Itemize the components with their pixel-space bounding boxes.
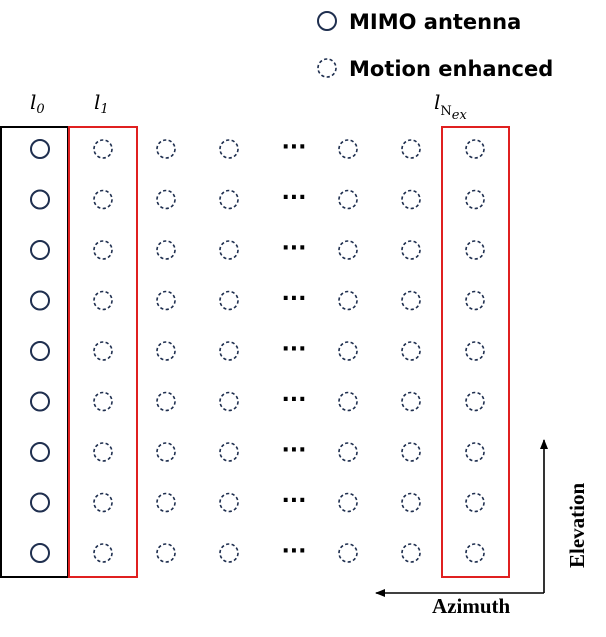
ellipsis-mark: ··· xyxy=(281,489,306,514)
motion-enhanced-element xyxy=(401,189,421,210)
motion-enhanced-element xyxy=(465,290,485,311)
motion-enhanced-element xyxy=(465,492,485,513)
azimuth-label: Azimuth xyxy=(432,594,510,618)
motion-enhanced-element xyxy=(465,240,485,260)
ellipsis-mark: ··· xyxy=(281,388,306,413)
motion-enhanced-element xyxy=(465,543,485,563)
motion-enhanced-element xyxy=(219,492,239,513)
label-l0: l0 xyxy=(30,90,45,117)
mimo-antenna-element xyxy=(30,139,50,159)
ellipsis-mark: ··· xyxy=(281,539,306,564)
motion-enhanced-element xyxy=(93,139,113,159)
motion-enhanced-element xyxy=(338,341,358,361)
legend-motion-symbol xyxy=(317,58,337,78)
motion-enhanced-element xyxy=(156,391,176,412)
motion-enhanced-element xyxy=(401,492,421,513)
motion-enhanced-element xyxy=(219,290,239,311)
motion-enhanced-element xyxy=(156,442,176,462)
motion-enhanced-element xyxy=(219,442,239,462)
mimo-antenna-element xyxy=(30,189,50,210)
motion-enhanced-element xyxy=(465,341,485,361)
motion-enhanced-element xyxy=(338,492,358,513)
motion-enhanced-element xyxy=(93,290,113,311)
motion-enhanced-element xyxy=(338,442,358,462)
motion-enhanced-element xyxy=(93,543,113,563)
motion-enhanced-element xyxy=(93,442,113,462)
legend-mimo-label: MIMO antenna xyxy=(349,10,521,34)
motion-enhanced-element xyxy=(401,543,421,563)
lN-column-box xyxy=(441,126,510,578)
mimo-antenna-element xyxy=(30,442,50,462)
motion-enhanced-element xyxy=(465,139,485,159)
motion-enhanced-element xyxy=(401,139,421,159)
ellipsis-mark: ··· xyxy=(281,186,306,211)
motion-enhanced-element xyxy=(401,341,421,361)
motion-enhanced-element xyxy=(219,391,239,412)
motion-enhanced-element xyxy=(338,543,358,563)
legend-mimo-symbol xyxy=(317,11,337,31)
motion-enhanced-element xyxy=(93,341,113,361)
label-l1: l1 xyxy=(94,90,109,117)
motion-enhanced-element xyxy=(156,189,176,210)
ellipsis-mark: ··· xyxy=(281,236,306,261)
legend: MIMO antenna Motion enhanced xyxy=(317,10,553,81)
motion-enhanced-element xyxy=(219,543,239,563)
mimo-antenna-element xyxy=(30,391,50,412)
mimo-antenna-element xyxy=(30,492,50,513)
motion-enhanced-element xyxy=(338,189,358,210)
l1-column-box xyxy=(68,126,138,578)
motion-enhanced-element xyxy=(156,290,176,311)
motion-enhanced-element xyxy=(465,442,485,462)
elevation-label: Elevation xyxy=(565,483,589,568)
motion-enhanced-element xyxy=(465,391,485,412)
motion-enhanced-element xyxy=(93,189,113,210)
motion-enhanced-element xyxy=(156,492,176,513)
ellipsis-mark: ··· xyxy=(281,438,306,463)
motion-enhanced-element xyxy=(156,139,176,159)
motion-enhanced-element xyxy=(338,391,358,412)
motion-enhanced-element xyxy=(401,240,421,260)
mimo-antenna-element xyxy=(30,543,50,563)
motion-enhanced-element xyxy=(338,139,358,159)
mimo-antenna-element xyxy=(30,290,50,311)
legend-motion-label: Motion enhanced xyxy=(349,57,553,81)
axes: Elevation Azimuth xyxy=(375,439,589,618)
motion-enhanced-element xyxy=(219,189,239,210)
antenna-grid: ··· ··· ··· ··· ··· ··· ··· ··· ··· xyxy=(30,135,485,564)
motion-enhanced-element xyxy=(338,240,358,260)
ellipsis-mark: ··· xyxy=(281,287,306,312)
motion-enhanced-element xyxy=(219,341,239,361)
ellipsis-mark: ··· xyxy=(281,337,306,362)
motion-enhanced-element xyxy=(156,240,176,260)
motion-enhanced-element xyxy=(219,139,239,159)
motion-enhanced-element xyxy=(401,290,421,311)
mimo-antenna-element xyxy=(30,341,50,361)
motion-enhanced-element xyxy=(465,189,485,210)
mimo-antenna-element xyxy=(30,240,50,260)
motion-enhanced-element xyxy=(93,240,113,260)
motion-enhanced-element xyxy=(219,240,239,260)
label-lN: lNex xyxy=(434,90,467,123)
motion-enhanced-element xyxy=(401,391,421,412)
motion-enhanced-element xyxy=(93,492,113,513)
motion-enhanced-element xyxy=(156,543,176,563)
ellipsis-mark: ··· xyxy=(281,135,306,160)
motion-enhanced-element xyxy=(156,341,176,361)
motion-enhanced-element xyxy=(401,442,421,462)
motion-enhanced-element xyxy=(93,391,113,412)
motion-enhanced-element xyxy=(338,290,358,311)
